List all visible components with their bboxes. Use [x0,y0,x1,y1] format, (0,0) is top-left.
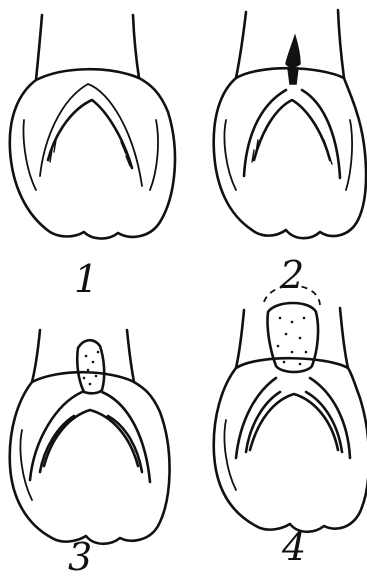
panel-1-label: 1 [74,257,98,301]
panel-3-label: 3 [68,535,92,577]
panel-1: 1 [10,15,175,301]
panel-2: 2 [214,10,366,297]
panel-2-palate-drawing [214,10,366,238]
panel-4: 4 [214,286,367,569]
panel-1-palate-drawing [10,15,175,239]
panel-4-palate-drawing [214,286,367,532]
panel-3-stipple [83,351,100,386]
panel-3-palate-drawing [10,330,170,544]
panel-2-label: 2 [279,253,304,297]
panel-4-label: 4 [281,525,306,569]
panel-3: 3 [10,330,170,577]
